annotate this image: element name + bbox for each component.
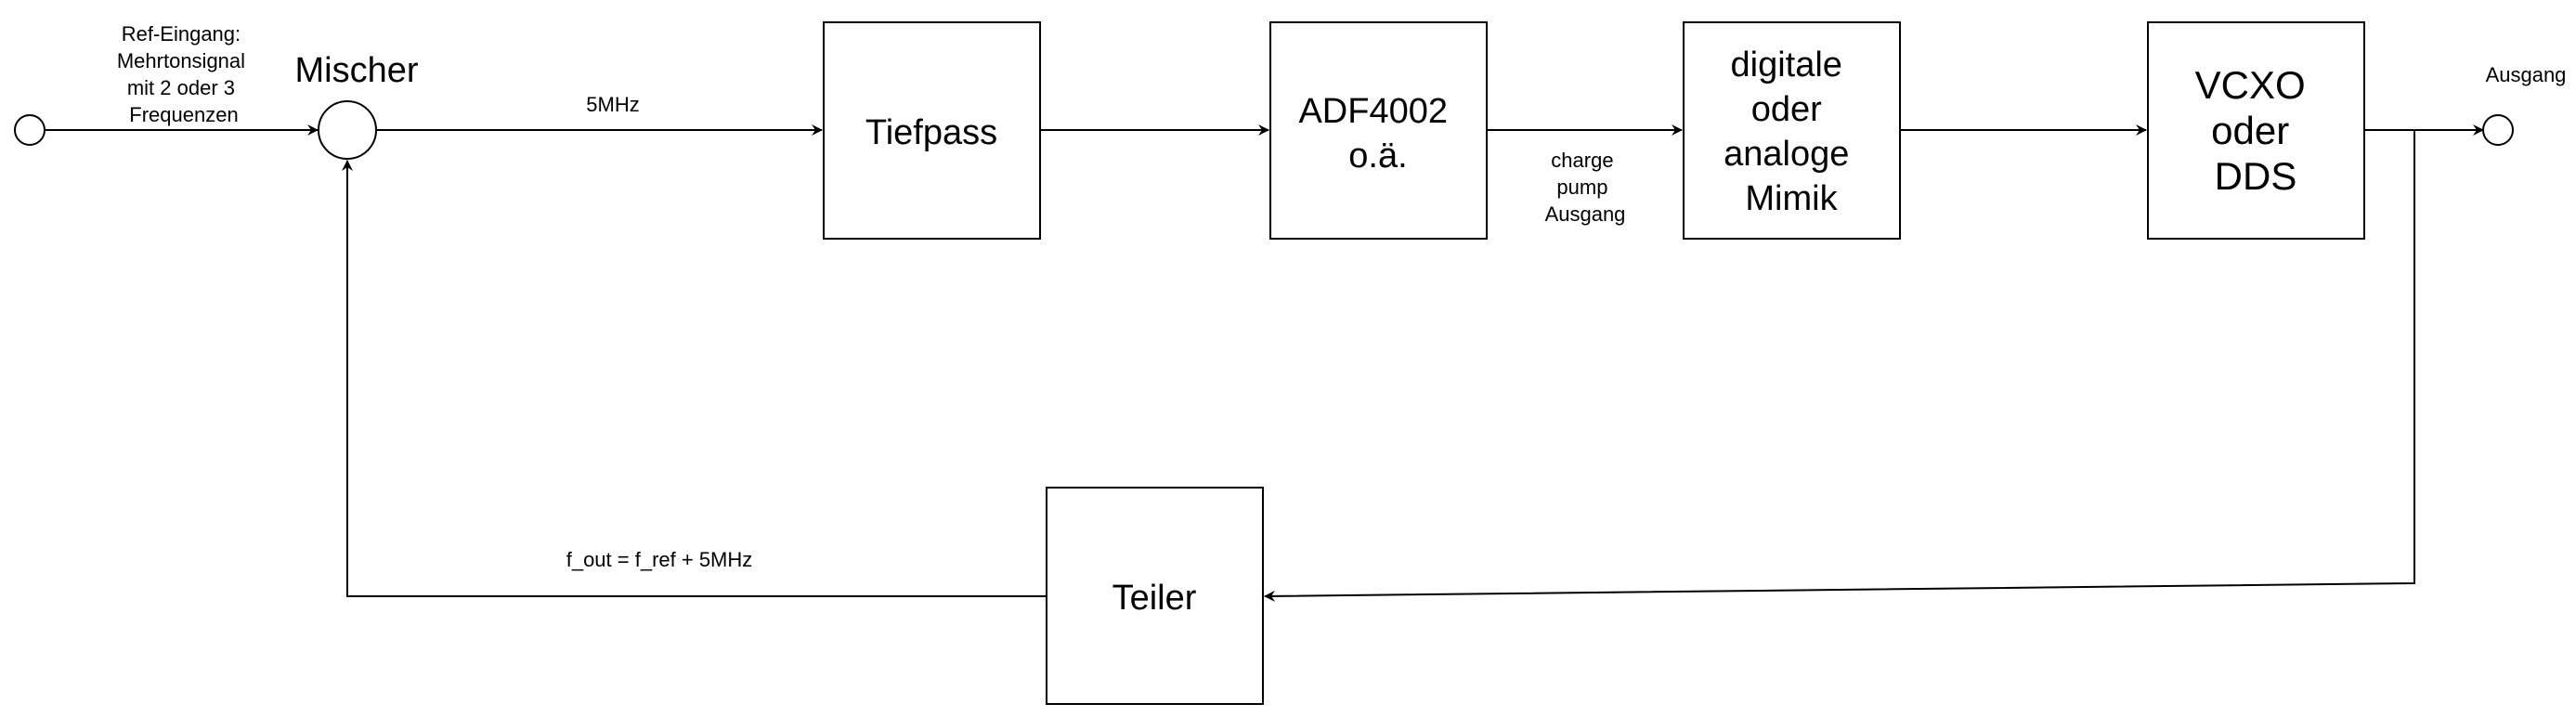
divider-block <box>1046 487 1264 705</box>
vcxo-line-1: VCXO <box>2195 63 2306 107</box>
mixer-symbol <box>318 100 377 160</box>
charge-pump-line-3: Ausgang <box>1545 202 1626 226</box>
wire-divider-to-mixer <box>342 160 1047 597</box>
divider-label: Teiler <box>1112 579 1197 618</box>
charge-pump-line-2: pump <box>1556 176 1607 199</box>
output-terminal <box>2482 114 2514 146</box>
adf4002-label: ADF4002 o.ä. <box>1298 92 1457 176</box>
mimik-line-1: digitale <box>1731 46 1842 85</box>
mimik-block <box>1683 21 1901 240</box>
mimik-line-2: oder <box>1751 90 1822 129</box>
mixer-label: Mischer <box>294 51 418 90</box>
charge-pump-line-1: charge <box>1551 149 1613 172</box>
ref-input-line-2: Mehrtonsignal <box>117 49 245 72</box>
vcxo-line-3: DDS <box>2215 154 2297 198</box>
ref-input-label: Ref-Eingang: Mehrtonsignal mit 2 oder 3 … <box>117 22 251 126</box>
lowpass-label: Tiefpass <box>865 113 997 152</box>
mimik-line-3: analoge <box>1724 135 1849 174</box>
freq-5mhz-label: 5MHz <box>586 93 639 116</box>
wire-feedback-to-divider <box>1264 130 2415 602</box>
vcxo-block <box>2147 21 2365 240</box>
charge-pump-label: charge pump Ausgang <box>1545 149 1626 226</box>
mimik-label: digitale oder analoge Mimik <box>1724 46 1859 218</box>
ref-input-line-3: mit 2 oder 3 <box>127 76 235 99</box>
vcxo-line-2: oder <box>2211 109 2289 152</box>
input-terminal <box>14 114 46 146</box>
mimik-line-4: Mimik <box>1745 179 1838 218</box>
vcxo-label: VCXO oder DDS <box>2195 63 2317 198</box>
adf4002-line-1: ADF4002 <box>1298 92 1448 131</box>
adf4002-block <box>1269 21 1488 240</box>
adf4002-line-2: o.ä. <box>1348 137 1407 176</box>
formula-label: f_out = f_ref + 5MHz <box>566 548 753 571</box>
lowpass-block <box>823 21 1041 240</box>
ref-input-line-4: Frequenzen <box>129 103 238 126</box>
output-label: Ausgang <box>2486 63 2567 86</box>
ref-input-line-1: Ref-Eingang: <box>122 22 241 46</box>
